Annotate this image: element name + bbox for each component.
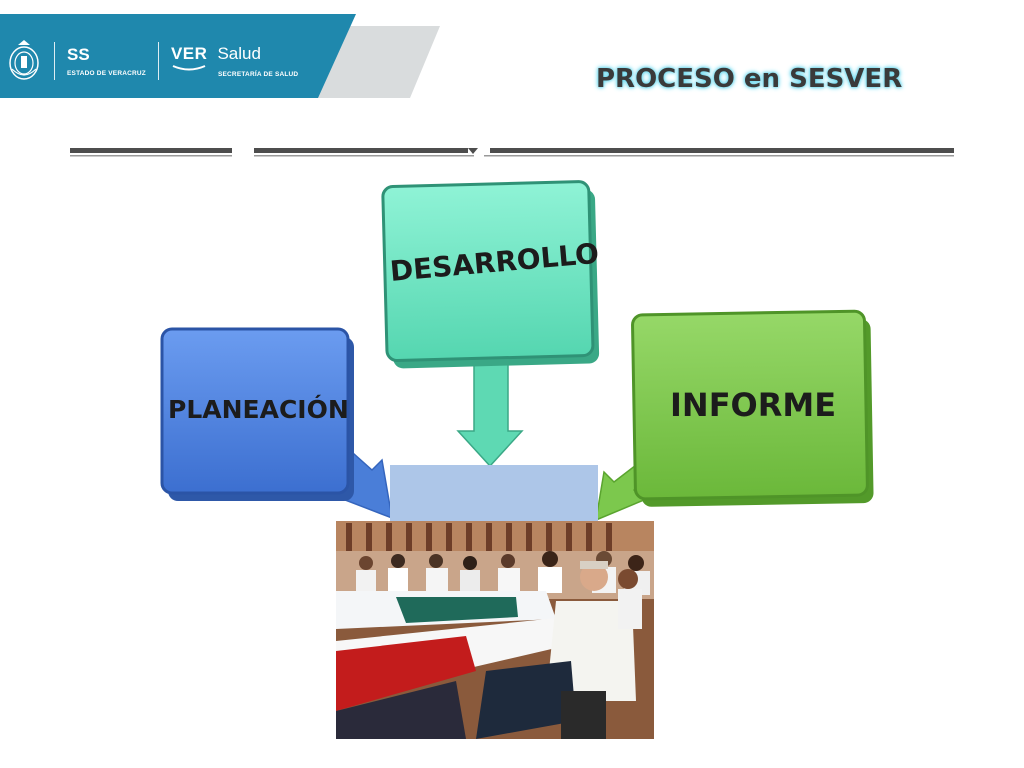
meeting-photo <box>336 521 654 739</box>
header-band <box>0 14 440 98</box>
box-planeacion <box>160 327 354 501</box>
veracruz-seal-icon <box>9 40 39 80</box>
brand-ss-text: SS <box>67 44 90 64</box>
center-box <box>390 465 598 521</box>
brand-ver-text: VER <box>170 43 208 63</box>
box-informe <box>631 309 874 507</box>
brand-ver-salud: VER Salud SECRETARÍA DE SALUD <box>170 43 299 78</box>
box-desarrollo <box>381 180 600 369</box>
swoosh-icon <box>172 64 206 70</box>
box-planeacion-label: PLANEACIÓN <box>168 395 349 424</box>
logo-separator <box>54 42 55 80</box>
brand-salud-subtext: SECRETARÍA DE SALUD <box>217 70 299 78</box>
brand-salud-text: Salud <box>217 43 261 63</box>
logo-group: SS ESTADO DE VERACRUZ VER Salud SECRETAR… <box>6 36 298 86</box>
process-diagram <box>160 180 874 522</box>
brand-ss-subtext: ESTADO DE VERACRUZ <box>67 69 146 77</box>
slide-title: PROCESO en SESVER <box>596 64 903 94</box>
arrow-down-icon <box>456 359 524 468</box>
box-informe-label: INFORME <box>670 386 837 424</box>
brand-ss: SS ESTADO DE VERACRUZ <box>67 44 146 77</box>
decorative-rule <box>70 148 954 157</box>
logo-separator <box>157 42 159 80</box>
